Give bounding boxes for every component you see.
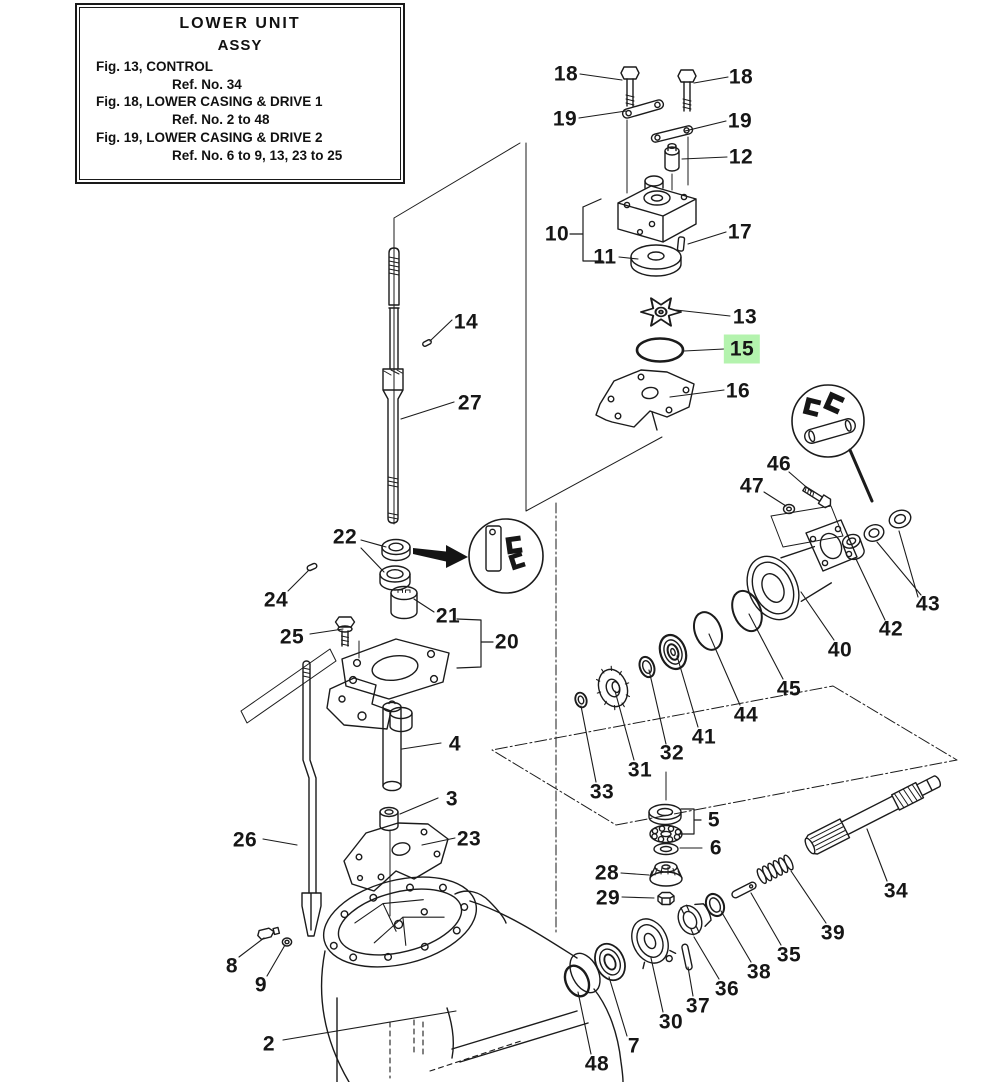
part-label-32[interactable]: 32 (659, 741, 685, 765)
retaining-clips-icon (505, 535, 526, 571)
figure-ref-13: Fig. 13, CONTROL (96, 58, 214, 74)
part-label-19[interactable]: 19 (727, 109, 753, 133)
part-label-11[interactable]: 11 (593, 245, 617, 269)
pinion-stack (648, 803, 683, 906)
plane-lines (240, 119, 958, 933)
forward-gear-chain (574, 589, 763, 711)
part-label-15[interactable]: 15 (723, 334, 761, 364)
part-label-6[interactable]: 6 (709, 836, 723, 860)
part-label-34[interactable]: 34 (883, 879, 909, 903)
part-label-18[interactable]: 18 (553, 62, 579, 86)
part-label-42[interactable]: 42 (878, 617, 904, 641)
part-label-28[interactable]: 28 (594, 861, 620, 885)
part-label-36[interactable]: 36 (714, 977, 740, 1001)
part-label-7[interactable]: 7 (627, 1034, 641, 1058)
part-label-40[interactable]: 40 (827, 638, 853, 662)
drive-shaft (382, 247, 432, 524)
part-label-27[interactable]: 27 (457, 391, 483, 415)
figure-ref-19: Fig. 19, LOWER CASING & DRIVE 2 (96, 129, 323, 145)
part-label-26[interactable]: 26 (232, 828, 258, 852)
part-label-25[interactable]: 25 (279, 625, 305, 649)
figure-ref-19-parts: Ref. No. 6 to 9, 13, 23 to 25 (172, 147, 343, 163)
detail-arrow-icon (413, 545, 468, 568)
part-label-30[interactable]: 30 (658, 1010, 684, 1034)
part-label-37[interactable]: 37 (685, 994, 711, 1018)
part-label-24[interactable]: 24 (263, 588, 289, 612)
part-label-18[interactable]: 18 (728, 65, 754, 89)
part-label-16[interactable]: 16 (725, 379, 751, 403)
part-label-47[interactable]: 47 (739, 474, 765, 498)
part-label-38[interactable]: 38 (746, 960, 772, 984)
leader-lines (238, 73, 922, 1055)
part-label-12[interactable]: 12 (728, 145, 754, 169)
assembly-title: LOWER UNIT (179, 15, 301, 32)
part-label-43[interactable]: 43 (915, 592, 941, 616)
propeller-shaft-group (563, 775, 941, 998)
assembly-subtitle: ASSY (217, 37, 263, 55)
part-label-44[interactable]: 44 (733, 703, 759, 727)
impeller-and-gaskets (595, 297, 695, 431)
shift-rod-and-sleeve (257, 660, 449, 947)
driveshaft-bearings (379, 518, 544, 594)
part-label-17[interactable]: 17 (727, 220, 753, 244)
label-brackets (456, 198, 702, 835)
figure-info-box: LOWER UNIT ASSY Fig. 13, CONTROL Ref. No… (75, 3, 405, 184)
part-label-5[interactable]: 5 (707, 808, 721, 832)
part-label-13[interactable]: 13 (732, 305, 758, 329)
part-label-29[interactable]: 29 (595, 886, 621, 910)
figure-ref-18: Fig. 18, LOWER CASING & DRIVE 1 (96, 94, 323, 110)
part-label-3[interactable]: 3 (445, 787, 459, 811)
part-label-22[interactable]: 22 (332, 525, 358, 549)
part-label-2[interactable]: 2 (262, 1032, 276, 1056)
part-label-35[interactable]: 35 (776, 943, 802, 967)
lower-casing (320, 876, 624, 1082)
part-label-9[interactable]: 9 (254, 973, 268, 997)
part-label-19[interactable]: 19 (552, 107, 578, 131)
part-label-8[interactable]: 8 (225, 954, 239, 978)
part-label-23[interactable]: 23 (456, 827, 482, 851)
bearing-housing-group (746, 384, 912, 621)
water-pump-assembly (617, 66, 697, 277)
part-label-41[interactable]: 41 (691, 725, 717, 749)
part-label-33[interactable]: 33 (589, 780, 615, 804)
part-label-4[interactable]: 4 (448, 732, 462, 756)
part-label-20[interactable]: 20 (494, 630, 520, 654)
figure-ref-13-parts: Ref. No. 34 (172, 76, 242, 92)
part-label-46[interactable]: 46 (766, 452, 792, 476)
retaining-clips-icon-2 (802, 391, 845, 418)
part-label-45[interactable]: 45 (776, 677, 802, 701)
part-label-48[interactable]: 48 (584, 1052, 610, 1076)
part-label-31[interactable]: 31 (627, 758, 653, 782)
part-label-14[interactable]: 14 (453, 310, 479, 334)
part-label-39[interactable]: 39 (820, 921, 846, 945)
part-label-10[interactable]: 10 (544, 222, 570, 246)
figure-info-box-inner: LOWER UNIT ASSY Fig. 13, CONTROL Ref. No… (79, 7, 401, 180)
part-label-21[interactable]: 21 (435, 604, 461, 628)
figure-ref-18-parts: Ref. No. 2 to 48 (172, 112, 270, 128)
